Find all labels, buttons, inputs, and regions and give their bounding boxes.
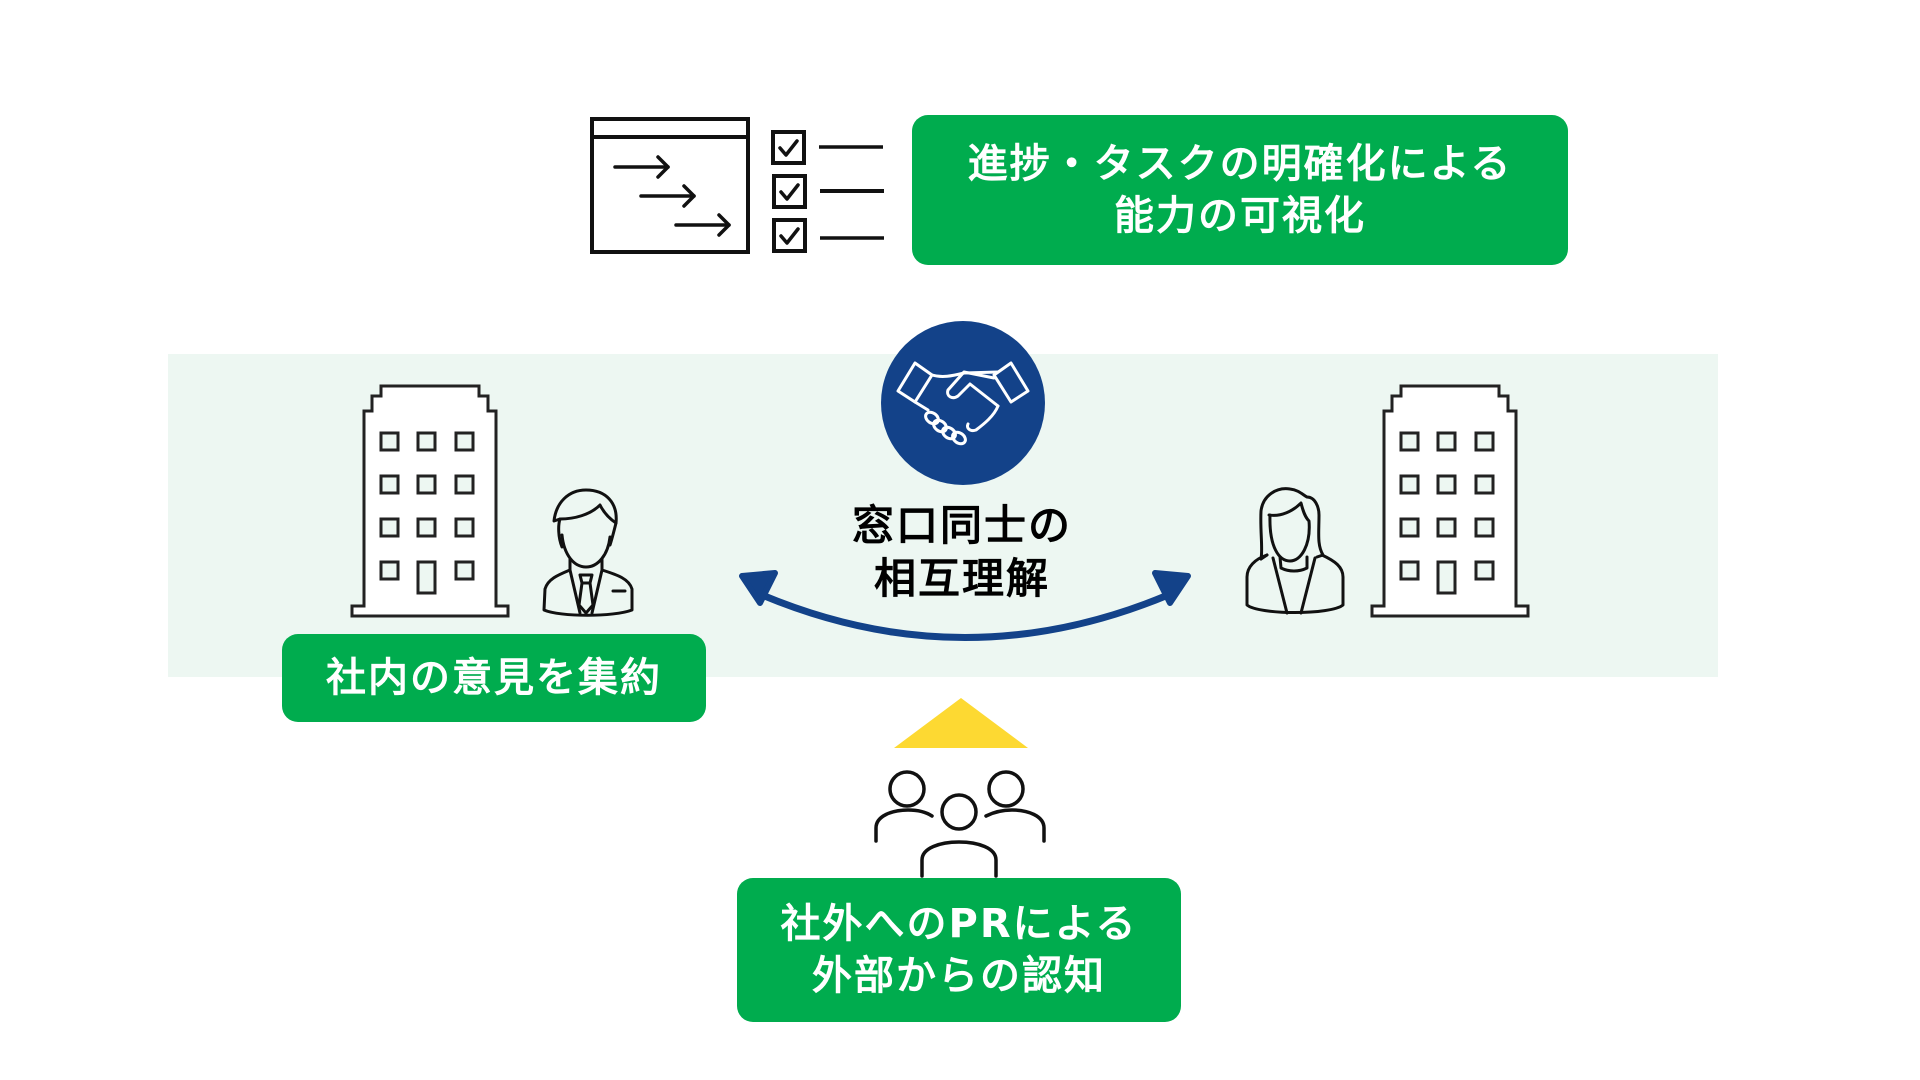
arrow-head-right — [1152, 570, 1191, 606]
group-people-icon — [874, 770, 1046, 878]
businessman-icon — [542, 488, 634, 617]
up-triangle-icon — [894, 698, 1028, 748]
task-board-icon — [590, 117, 750, 254]
progress-visibility-card: 進捗・タスクの明確化による 能力の可視化 — [912, 115, 1568, 265]
office-building-icon — [350, 384, 510, 618]
label-text-line: 相互理解 — [873, 553, 1050, 603]
businesswoman-icon — [1245, 487, 1345, 615]
office-building-icon — [1370, 384, 1530, 618]
card-text-line: 社外へのPRによる — [780, 901, 1138, 947]
card-text-line: 進捗・タスクの明確化による — [967, 141, 1513, 187]
card-text-line: 外部からの認知 — [812, 953, 1106, 999]
internal-opinions-card: 社内の意見を集約 — [282, 634, 706, 722]
arrow-head-left — [739, 570, 778, 606]
external-recognition-card: 社外へのPRによる 外部からの認知 — [737, 878, 1181, 1022]
double-arrow-icon — [739, 570, 1191, 641]
mutual-understanding-label: 窓口同士の 相互理解 — [780, 500, 1144, 605]
card-text-line: 社内の意見を集約 — [326, 655, 662, 701]
card-text-line: 能力の可視化 — [1114, 193, 1366, 239]
label-text-line: 窓口同士の — [851, 501, 1072, 550]
handshake-icon — [881, 321, 1045, 485]
checklist-icon — [771, 130, 884, 253]
